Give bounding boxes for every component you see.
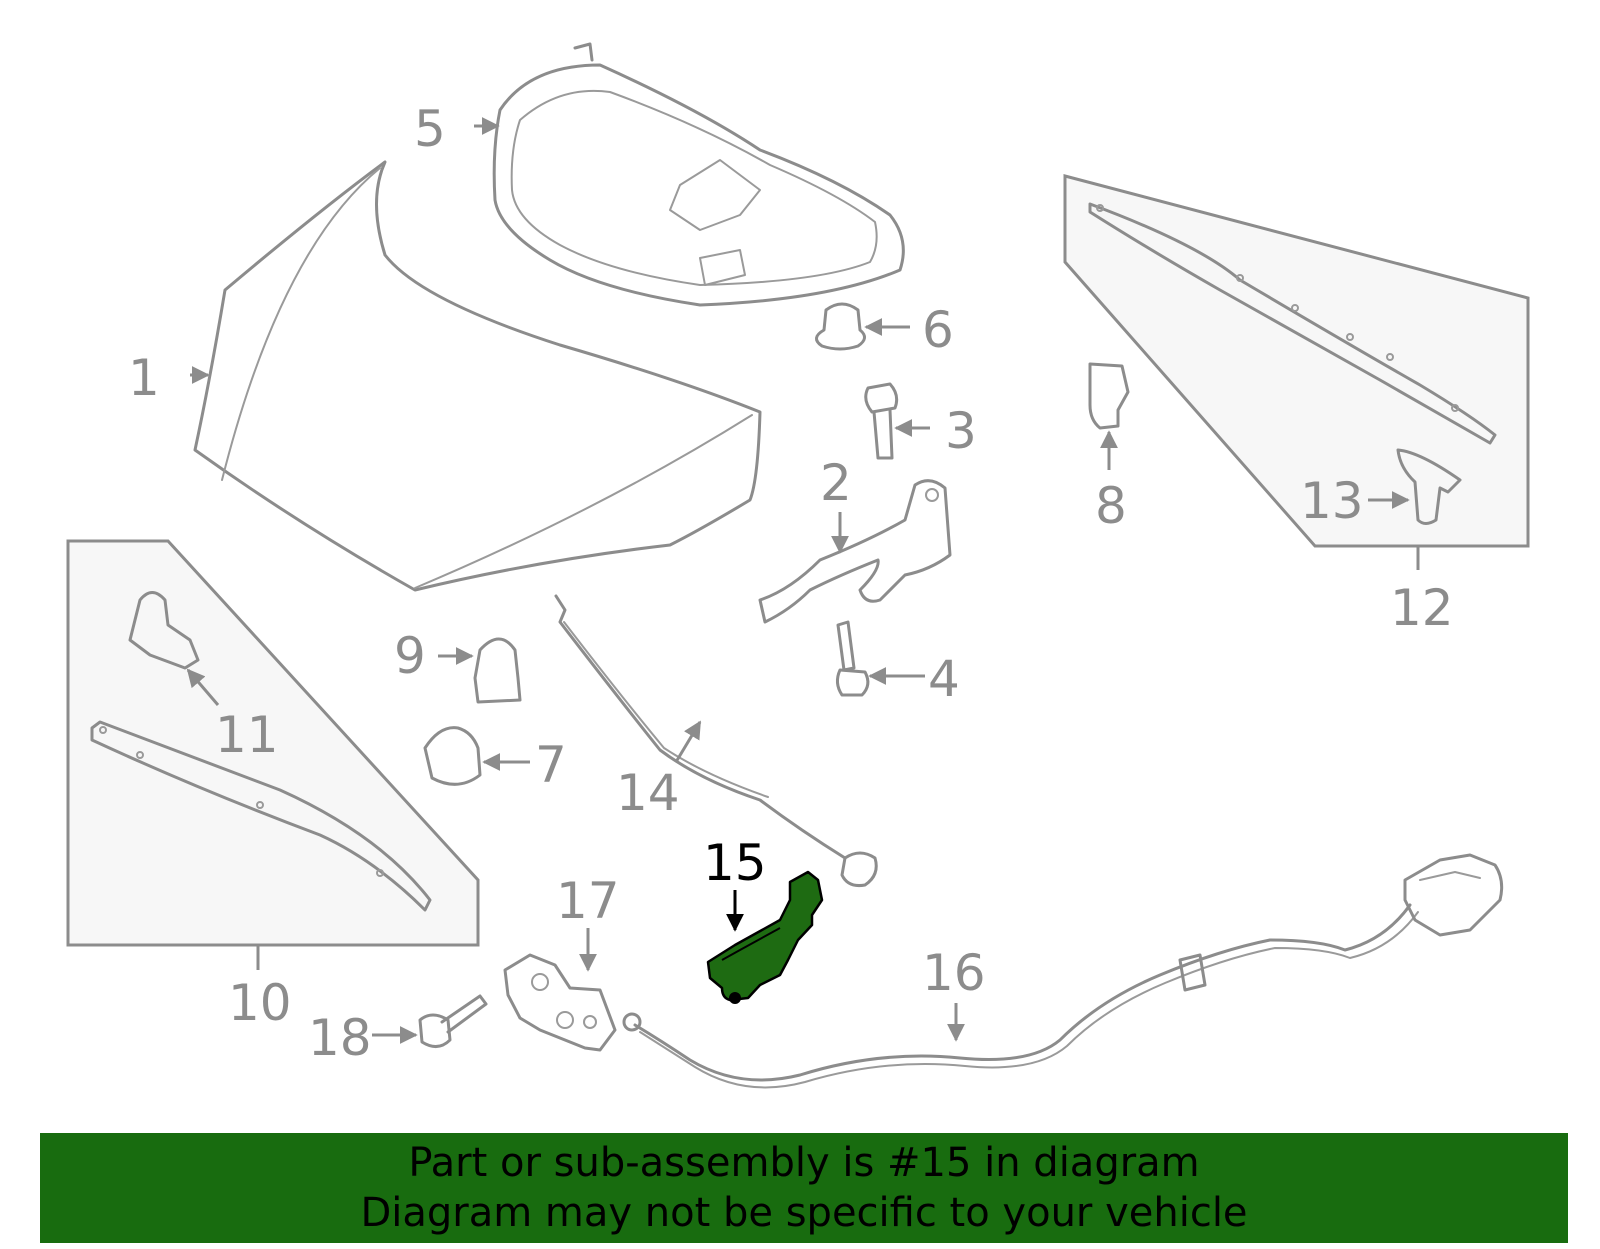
hood-part	[193, 160, 762, 592]
bolt-3-part	[864, 382, 899, 460]
callout-15: 15	[703, 834, 767, 892]
callout-9: 9	[394, 627, 426, 685]
callout-13: 13	[1300, 472, 1364, 530]
callout-labels: 1 2 3 4 5 6 7 8 9 10 11 12 13 14 15 16 1…	[128, 100, 1454, 1067]
info-banner: Part or sub-assembly is #15 in diagram D…	[40, 1133, 1568, 1243]
callout-10: 10	[228, 974, 292, 1032]
callout-5: 5	[414, 100, 446, 158]
insulator-part	[492, 42, 905, 307]
bumper-9-part	[473, 637, 522, 704]
bolt-4-part	[835, 620, 870, 697]
panel-12	[1063, 174, 1530, 548]
release-cable-part	[622, 853, 1504, 1089]
highlighted-part-15	[706, 870, 824, 1004]
clip-11-part	[128, 591, 200, 670]
banner-line-1: Part or sub-assembly is #15 in diagram	[408, 1140, 1200, 1186]
clip-13-part	[1396, 448, 1462, 525]
prop-rod-part	[554, 594, 878, 887]
callout-2: 2	[820, 454, 852, 512]
bumper-8-part	[1088, 362, 1130, 430]
leader-lines	[186, 117, 1420, 1044]
callout-17: 17	[556, 872, 620, 930]
clip-6-part	[815, 302, 866, 351]
callout-12: 12	[1390, 579, 1454, 637]
bolt-18-part	[418, 994, 488, 1048]
bumper-7-part	[423, 726, 482, 786]
callout-14: 14	[616, 764, 680, 822]
callout-6: 6	[922, 301, 954, 359]
callout-1: 1	[128, 349, 160, 407]
callout-7: 7	[535, 736, 567, 794]
callout-18: 18	[308, 1009, 372, 1067]
callout-16: 16	[922, 944, 986, 1002]
callout-8: 8	[1095, 477, 1127, 535]
hinge-part	[758, 479, 952, 624]
latch-17-part	[503, 953, 617, 1052]
panel-10	[66, 539, 480, 947]
callout-11: 11	[215, 706, 279, 764]
callout-4: 4	[928, 650, 960, 708]
banner-line-2: Diagram may not be specific to your vehi…	[360, 1190, 1248, 1236]
callout-3: 3	[945, 402, 977, 460]
